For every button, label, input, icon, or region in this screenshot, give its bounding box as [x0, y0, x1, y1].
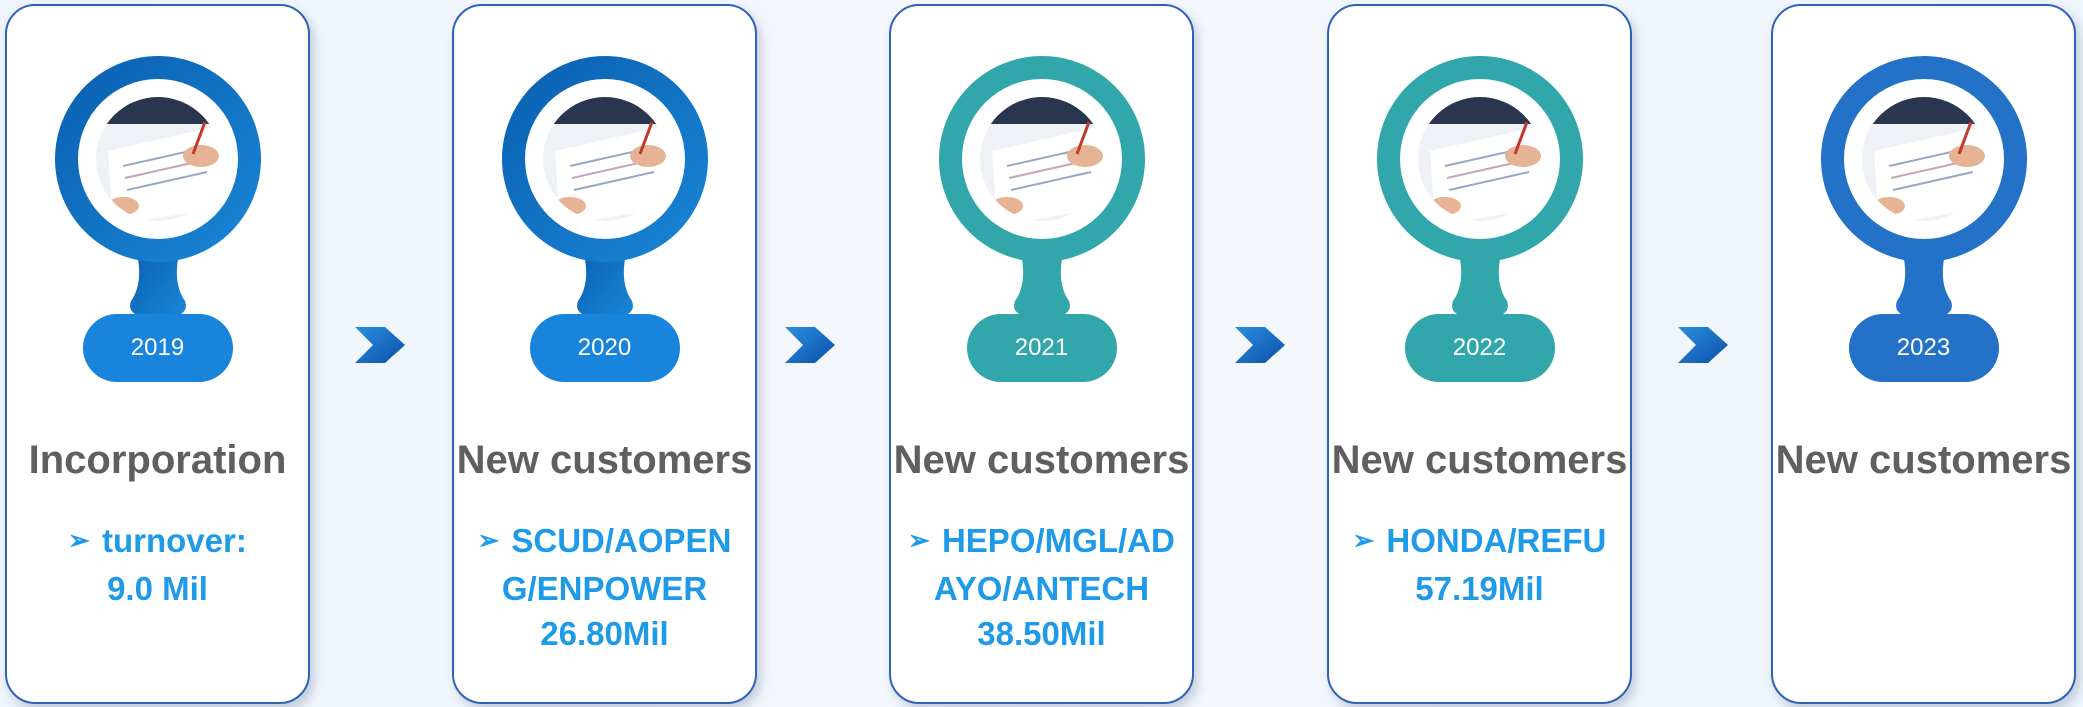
- timeline-card-2022: 2022 New customers ➢ HONDA/REFU 57.19Mil: [1327, 4, 1632, 704]
- year-badge: 2020: [529, 314, 680, 382]
- chevron-right-icon: [1678, 327, 1728, 363]
- detail-line: HONDA/REFU: [1386, 522, 1607, 559]
- card-detail: ➢ SCUD/AOPEN G/ENPOWER 26.80Mil: [454, 518, 755, 656]
- chevron-right-icon: [355, 327, 405, 363]
- detail-line: turnover:: [101, 522, 247, 559]
- detail-line: SCUD/AOPEN: [511, 522, 732, 559]
- timeline-card-2023: 2023 New customers: [1771, 4, 2076, 704]
- detail-line: AYO/ANTECH: [933, 570, 1150, 607]
- arrow-bullet-icon: ➢: [908, 525, 930, 555]
- year-badge: 2019: [82, 314, 233, 382]
- card-heading: New customers: [1775, 438, 2072, 482]
- card-heading: New customers: [456, 438, 753, 482]
- chevron-right-icon: [1235, 327, 1285, 363]
- detail-line: G/ENPOWER: [501, 570, 708, 607]
- detail-line: 38.50Mil: [977, 615, 1106, 652]
- arrow-bullet-icon: ➢: [68, 525, 90, 555]
- timeline-card-2021: 2021 New customers ➢ HEPO/MGL/AD AYO/ANTE…: [889, 4, 1194, 704]
- timeline-card-2019: 2019 Incorporation ➢ turnover: 9.0 Mil: [5, 4, 310, 704]
- year-badge: 2023: [1848, 314, 1999, 382]
- detail-line: 57.19Mil: [1415, 570, 1544, 607]
- detail-line: HEPO/MGL/AD: [941, 522, 1175, 559]
- location-pin-icon: [1819, 56, 2029, 386]
- card-heading: New customers: [893, 438, 1190, 482]
- arrow-bullet-icon: ➢: [1352, 525, 1375, 555]
- detail-line: 9.0 Mil: [107, 570, 208, 607]
- card-heading: New customers: [1331, 438, 1628, 482]
- document-signing-photo: [1861, 97, 1986, 221]
- location-pin-icon: [53, 56, 263, 386]
- year-badge: 2021: [966, 314, 1117, 382]
- chevron-right-icon: [785, 327, 835, 363]
- card-detail: ➢ HEPO/MGL/AD AYO/ANTECH 38.50Mil: [891, 518, 1192, 656]
- location-pin-icon: [500, 56, 710, 386]
- detail-line: 26.80Mil: [540, 615, 669, 652]
- card-detail: ➢ HONDA/REFU 57.19Mil: [1329, 518, 1630, 611]
- arrow-bullet-icon: ➢: [477, 525, 500, 555]
- timeline-card-2020: 2020 New customers ➢ SCUD/AOPEN G/ENPOWER…: [452, 4, 757, 704]
- card-detail: ➢ turnover: 9.0 Mil: [7, 518, 308, 611]
- location-pin-icon: [1375, 56, 1585, 386]
- card-heading: Incorporation: [28, 438, 287, 482]
- location-pin-icon: [937, 56, 1147, 386]
- year-badge: 2022: [1404, 314, 1555, 382]
